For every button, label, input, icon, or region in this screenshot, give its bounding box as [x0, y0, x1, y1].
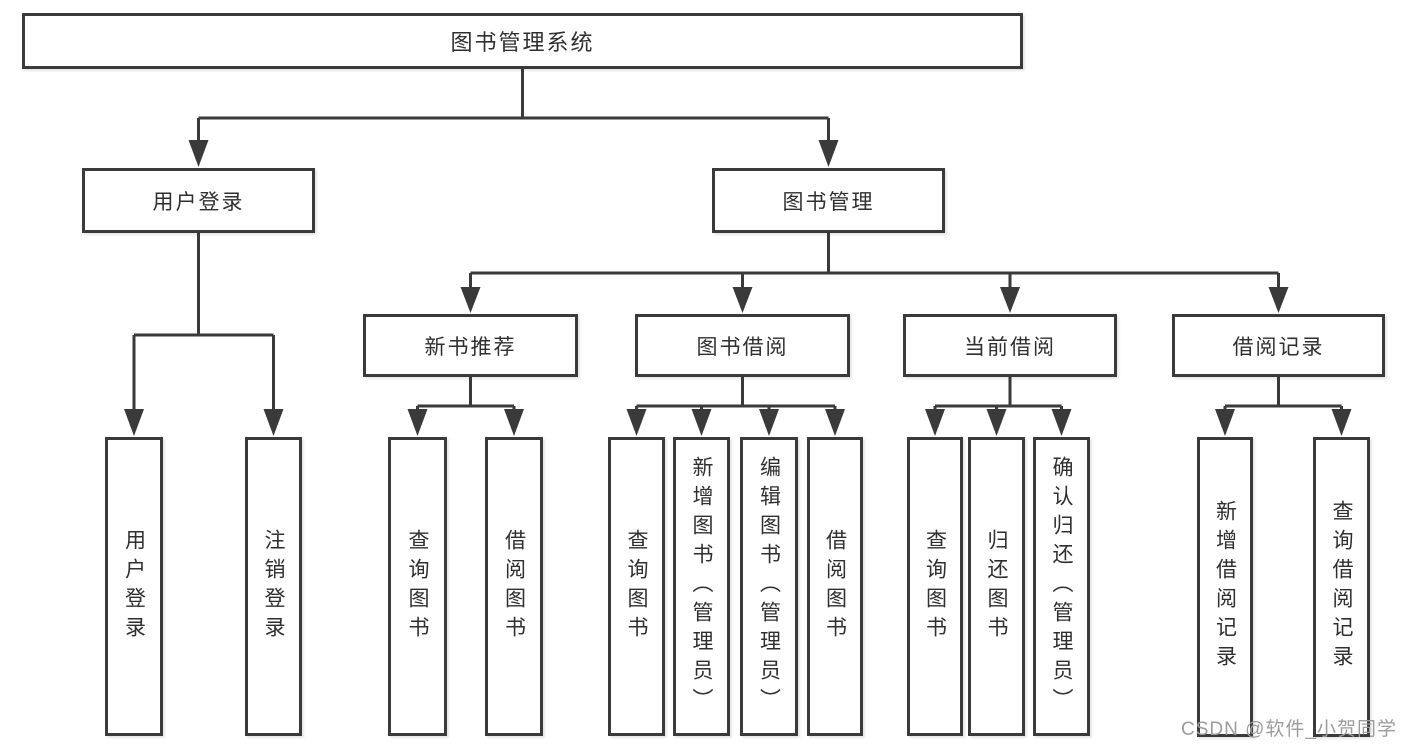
leaf-add-book-admin: 新增图书（管理员）	[673, 437, 730, 736]
node-user-login: 用户登录	[82, 168, 315, 233]
arrow-down-icon	[188, 140, 209, 167]
connector-book-borrow-to-children	[626, 377, 845, 436]
leaf-query-book-borrow: 查询图书	[608, 437, 665, 736]
arrow-down-icon	[263, 409, 284, 436]
connector-user-login-to-children	[124, 233, 284, 436]
connector-root-to-level2	[188, 69, 839, 167]
node-book-borrow: 图书借阅	[635, 314, 850, 377]
arrow-down-icon	[825, 409, 845, 436]
connector-current-borrow-to-children	[925, 377, 1072, 436]
connector-borrow-record-to-children	[1215, 377, 1352, 436]
node-book-management: 图书管理	[712, 168, 945, 233]
arrow-down-icon	[759, 409, 779, 436]
node-borrow-record: 借阅记录	[1172, 314, 1385, 377]
leaf-user-login: 用户登录	[105, 437, 163, 736]
leaf-logout: 注销登录	[245, 437, 302, 736]
leaf-return-book: 归还图书	[968, 437, 1025, 736]
leaf-query-book-recommend: 查询图书	[388, 437, 447, 736]
node-root-system: 图书管理系统	[22, 13, 1023, 69]
arrow-down-icon	[124, 409, 144, 436]
node-new-book-recommend: 新书推荐	[363, 314, 578, 377]
arrow-down-icon	[986, 409, 1007, 436]
arrow-down-icon	[1000, 287, 1020, 313]
arrow-down-icon	[504, 409, 524, 436]
arrow-down-icon	[460, 287, 481, 313]
arrow-down-icon	[1215, 409, 1235, 436]
node-current-borrow: 当前借阅	[903, 314, 1117, 377]
leaf-confirm-return-admin: 确认归还（管理员）	[1033, 437, 1090, 736]
arrow-down-icon	[732, 287, 753, 313]
leaf-query-book-current: 查询图书	[907, 437, 963, 736]
arrow-down-icon	[691, 409, 712, 436]
arrow-down-icon	[818, 140, 839, 167]
arrow-down-icon	[1268, 287, 1289, 313]
arrow-down-icon	[1331, 409, 1352, 436]
csdn-watermark: CSDN @软件_小贺同学	[1181, 719, 1397, 740]
connector-new-book-to-children	[407, 377, 524, 436]
leaf-borrow-book-recommend: 借阅图书	[485, 437, 543, 736]
arrow-down-icon	[1051, 409, 1072, 436]
leaf-add-borrow-record: 新增借阅记录	[1197, 437, 1253, 737]
arrow-down-icon	[407, 409, 428, 436]
arrow-down-icon	[925, 409, 945, 436]
arrow-down-icon	[626, 409, 647, 436]
leaf-query-borrow-record: 查询借阅记录	[1313, 437, 1370, 737]
leaf-edit-book-admin: 编辑图书（管理员）	[740, 437, 798, 736]
leaf-borrow-book: 借阅图书	[807, 437, 863, 736]
connector-book-mgmt-to-level3	[460, 233, 1289, 313]
